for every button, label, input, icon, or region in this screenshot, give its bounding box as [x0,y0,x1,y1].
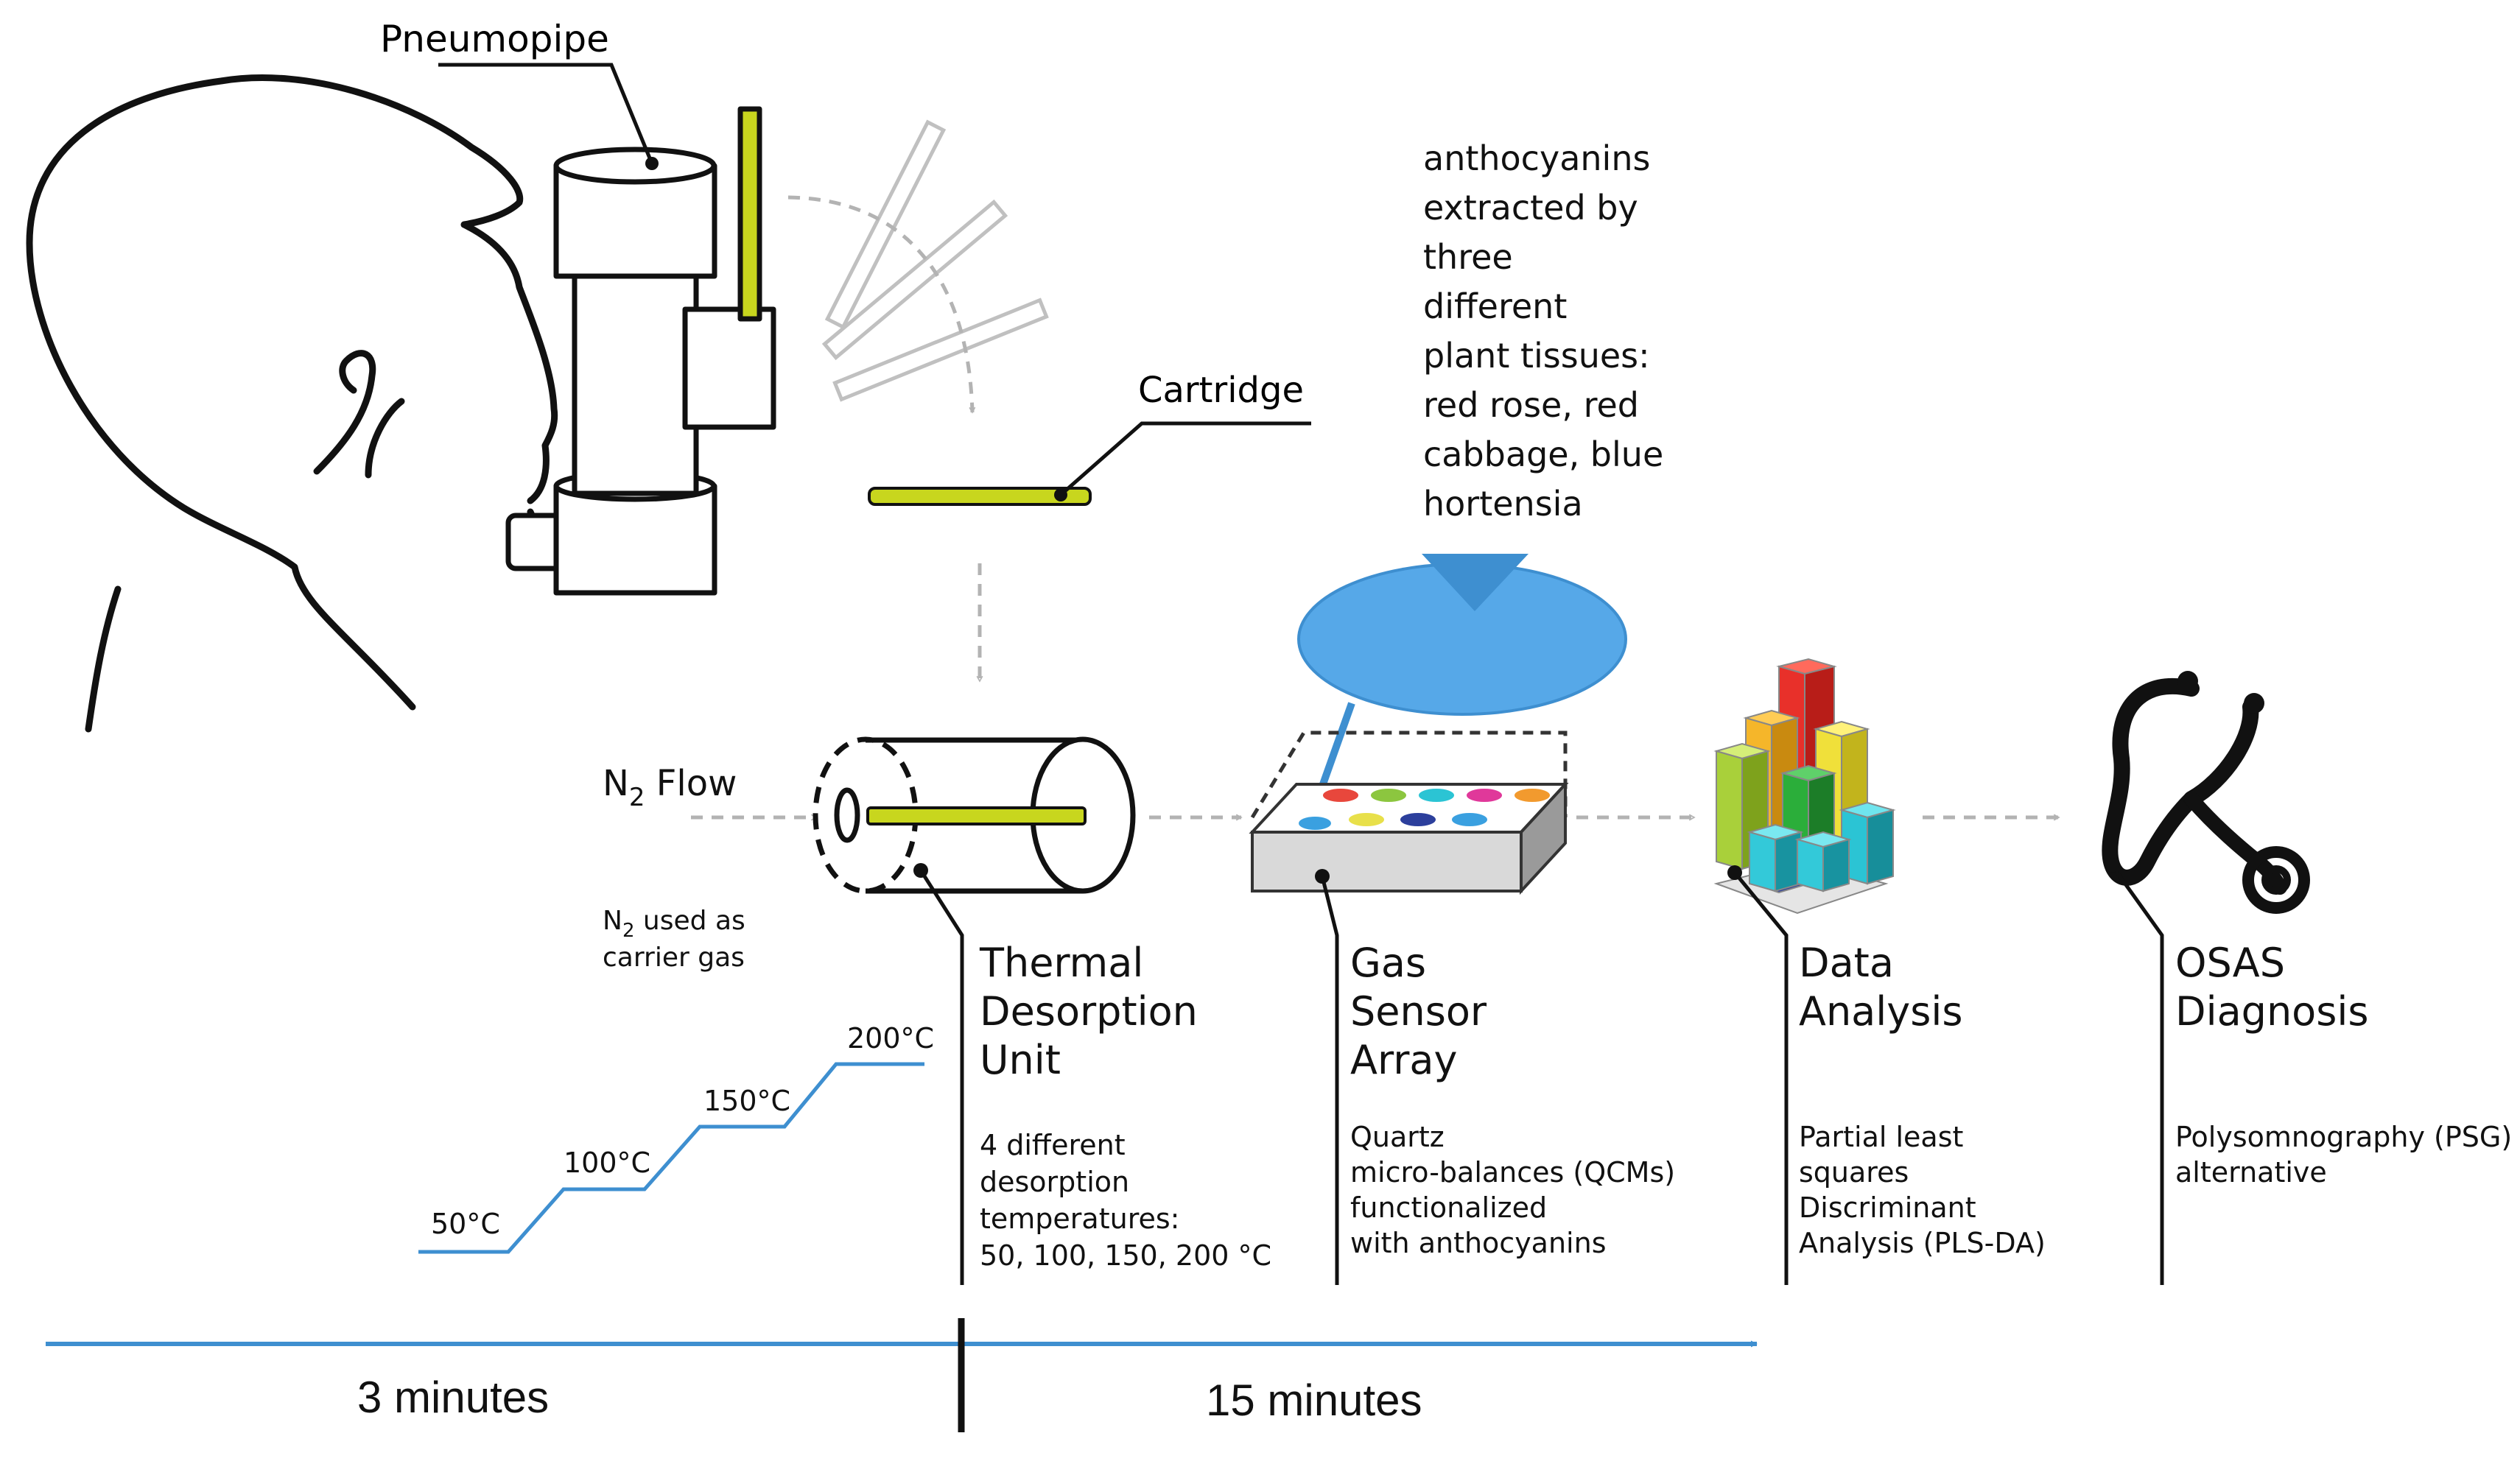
step-leaders [913,858,2164,1285]
temperature-label: 200°C [847,1022,934,1055]
cartridge-leader [1054,421,1311,501]
sensor-dot [1419,789,1454,802]
sensor-dot [1299,817,1331,830]
anthocyanins-line: plant tissues: [1423,336,1650,376]
temperature-label: 50°C [431,1208,500,1240]
sensor-dot [1371,789,1406,802]
step-desc-gas-sensor-array: Quartz micro-balances (QCMs) functionali… [1350,1121,1684,1259]
pneumopipe-label: Pneumopipe [380,18,609,60]
anthocyanins-note: anthocyanins extracted by three differen… [1423,138,1674,524]
sensor-dot [1400,813,1436,826]
cartridge-label: Cartridge [1138,370,1304,411]
pneumopipe-device [505,106,776,596]
anthocyanins-line: anthocyanins [1423,138,1650,178]
stethoscope-icon [2102,671,2310,914]
step-title-thermal-desorption: Thermal Desorption Unit [979,940,1210,1083]
gas-sensor-array [1249,730,1569,895]
bar-cyan [1747,823,1804,893]
anthocyanins-line: three [1423,237,1513,277]
sensor-dot [1452,813,1487,826]
pneumopipe-leader [438,63,659,170]
anthocyanins-line: extracted by [1423,188,1638,228]
timeline-phase-2: 15 minutes [1206,1376,1422,1425]
n2-flow-label: N2 Flow [603,763,737,812]
n2-carrier-note: N2 used as carrier gas [603,906,754,973]
sensor-dot [1467,789,1502,802]
step-title-gas-sensor-array: Gas Sensor Array [1350,940,1499,1083]
anthocyanins-line: red rose, red [1423,385,1639,425]
anthocyanins-line: hortensia [1423,484,1583,524]
sensor-dot [1349,813,1384,826]
head-silhouette [26,74,558,733]
temperature-ramp [418,1062,924,1254]
data-analysis-chart-icon [1713,658,1896,915]
anthocyanins-line: different [1423,286,1567,326]
step-title-osas-diagnosis: OSAS Diagnosis [2175,940,2369,1035]
timeline-phase-1: 3 minutes [357,1373,549,1422]
step-title-data-analysis: Data Analysis [1799,940,1963,1035]
cartridge [868,487,1092,506]
step-desc-data-analysis: Partial least squares Discriminant Analy… [1799,1121,2046,1259]
step-desc-thermal-desorption: 4 different desorption temperatures: 50,… [980,1129,1271,1272]
anthocyanins-line: cabbage, blue [1423,434,1663,474]
sensor-dots [1299,789,1550,830]
step-desc-osas-diagnosis: Polysomnography (PSG) alternative [2175,1121,2520,1189]
thermal-desorption-unit [812,736,1136,894]
sensor-dot [1515,789,1550,802]
droplet-pointer-triangle [1422,554,1529,611]
temperature-label: 150°C [703,1085,790,1117]
sensor-dot [1323,789,1358,802]
bar-cyan-2 [1794,831,1852,893]
cartridge-motion-ghosts [821,119,1049,402]
temperature-label: 100°C [564,1147,650,1179]
cartridge-drop-path [787,195,972,412]
